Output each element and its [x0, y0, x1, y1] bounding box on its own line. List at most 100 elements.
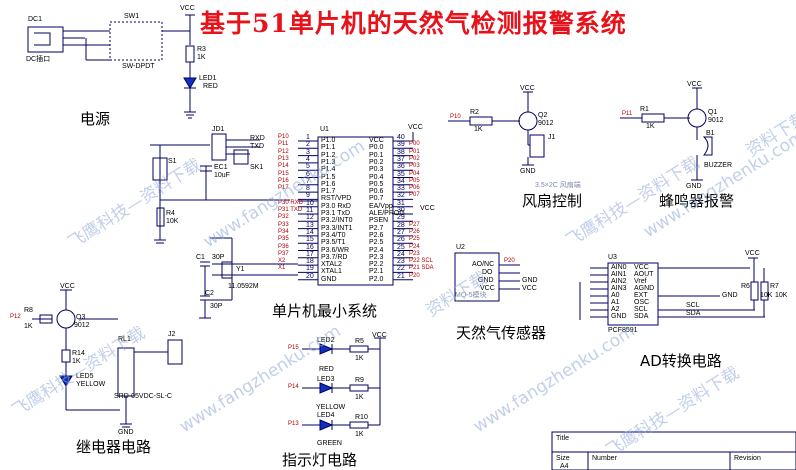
gas-net-gnd: GND — [522, 277, 538, 284]
mcu-pin-number: 32 — [397, 192, 405, 200]
mcu-net-left: P33 — [278, 221, 289, 228]
mcu-body — [317, 136, 394, 286]
mcu-pin-right: P0.1 — [369, 151, 384, 159]
mcu-pin-number: 23 — [397, 258, 405, 266]
relay-vcc: VCC — [60, 283, 75, 290]
adc-pin-left: AIN1 — [611, 271, 627, 278]
buzzer-section-title: 蜂鸣器报警 — [659, 192, 735, 210]
jd1-header — [211, 133, 227, 161]
mcu-pin-number: 7 — [306, 177, 310, 185]
r3-value: 1K — [197, 54, 206, 61]
r5-label: R5 — [355, 338, 364, 345]
mcu-pin-right: P2.5 — [369, 239, 384, 247]
mcu-pin-left: P1.5 — [321, 173, 336, 181]
adc-pin-left: AIN2 — [611, 278, 627, 285]
b1-part: BUZZER — [704, 162, 732, 169]
q2-transistor — [518, 111, 538, 131]
mcu-pin-left: P1.2 — [321, 151, 336, 159]
mcu-pin-left: P1.0 — [321, 137, 336, 144]
y1-label: Y1 — [236, 266, 245, 273]
q1-transistor — [687, 108, 707, 128]
r3-label: R3 — [197, 46, 206, 53]
adc-pin-left: AIN0 — [611, 264, 627, 271]
led1-symbol — [183, 77, 197, 89]
led2-color: RED — [319, 366, 334, 373]
mcu-net-left: P14 — [278, 163, 289, 170]
mcu-net-left: P31 TXD — [278, 207, 303, 213]
mcu-net-left: P15 — [278, 170, 289, 177]
mcu-net-right: P04 — [409, 170, 420, 177]
mcu-pin-number: 34 — [397, 177, 405, 185]
c1-label: C1 — [196, 254, 205, 261]
led4-net: P13 — [288, 421, 299, 427]
fan-vcc: VCC — [520, 85, 535, 92]
fan-net: P10 — [450, 114, 461, 120]
mcu-net-right: P27 — [409, 221, 420, 228]
mcu-pin-number: 35 — [397, 170, 405, 178]
gas-net-vcc: VCC — [522, 285, 537, 292]
r9-label: R9 — [355, 377, 364, 384]
q1-part: 9012 — [708, 117, 724, 124]
adc-pin-right: VCC — [634, 264, 649, 271]
mcu-pin-number: 9 — [306, 192, 310, 200]
sw-label: SW1 — [124, 13, 140, 20]
mcu-net-left: P17 — [278, 185, 289, 192]
mcu-net-right: P20 — [409, 272, 420, 279]
led2-label: LED2 — [317, 337, 335, 344]
r6-resistor — [750, 281, 759, 301]
rl1-label: RL1 — [118, 336, 131, 343]
mcu-pin-number: 8 — [306, 185, 310, 193]
mcu-net-right: P01 — [409, 148, 420, 155]
mcu-pin-left: XTAL1 — [321, 268, 342, 276]
mcu-pin-left: P1.1 — [321, 144, 336, 152]
r1-value: 1K — [646, 123, 655, 130]
q1-label: Q1 — [708, 109, 718, 116]
r2-resistor — [469, 116, 493, 126]
mcu-net-left: P37 — [278, 250, 289, 257]
adc-pin-right: EXT — [634, 292, 648, 299]
mcu-pin-right: P0.0 — [369, 144, 384, 152]
mcu-net-right: P06 — [409, 185, 420, 192]
r5-value: 1K — [355, 355, 364, 362]
adc-net-scl: SCL — [686, 302, 700, 309]
mcu-ea-vcc: VCC — [420, 205, 435, 212]
mcu-net-left: P34 — [278, 228, 289, 235]
gas-pin-do: DO — [482, 269, 493, 276]
r14-resistor — [61, 349, 71, 363]
mcu-pin-number: 6 — [306, 170, 310, 178]
gas-section-title: 天然气传感器 — [456, 324, 547, 342]
mcu-pin-left: P3.7/RD — [321, 253, 348, 261]
mcu-net-left: P30 RXD — [278, 199, 304, 206]
r2-label: R2 — [470, 109, 479, 116]
led3-net: P14 — [288, 384, 299, 390]
mcu-pin-number: 11 — [306, 207, 314, 214]
titleblock-revision: Revision — [734, 455, 761, 462]
mcu-pin-right: EA/Vpp — [369, 202, 393, 210]
adc-net-gnd: GND — [722, 292, 738, 299]
u3-label: U3 — [608, 254, 617, 261]
adc-pin-right: SCL — [634, 306, 648, 313]
led1-label: LED1 — [199, 75, 217, 82]
mcu-net-left: X2 — [278, 258, 286, 265]
mcu-pin-number: 30 — [397, 207, 405, 214]
ec1-label: EC1 — [214, 164, 228, 171]
fan-section-title: 风扇控制 — [522, 192, 583, 210]
mcu-pin-left: P1.3 — [321, 158, 336, 166]
mcu-pin-number: 2 — [306, 141, 310, 149]
jd1-pin-txd: TXD — [250, 143, 264, 150]
gas-sensor-body — [454, 252, 500, 302]
adc-pin-left: A0 — [611, 292, 620, 299]
adc-pin-right: SDA — [634, 313, 649, 320]
r2-value: 1K — [474, 126, 483, 133]
q2-part: 9012 — [538, 120, 554, 127]
mcu-pin-left: P1.4 — [321, 166, 336, 174]
mcu-pin-right: VCC — [369, 137, 384, 144]
mcu-pin-left: P3.4/T0 — [321, 231, 346, 239]
ec1-value: 10uF — [214, 172, 230, 179]
mcu-net-left: P13 — [278, 155, 289, 162]
mcu-pin-right: P0.4 — [369, 173, 384, 181]
c1-value: 30P — [212, 254, 225, 261]
r6-value: 10K — [760, 292, 773, 299]
